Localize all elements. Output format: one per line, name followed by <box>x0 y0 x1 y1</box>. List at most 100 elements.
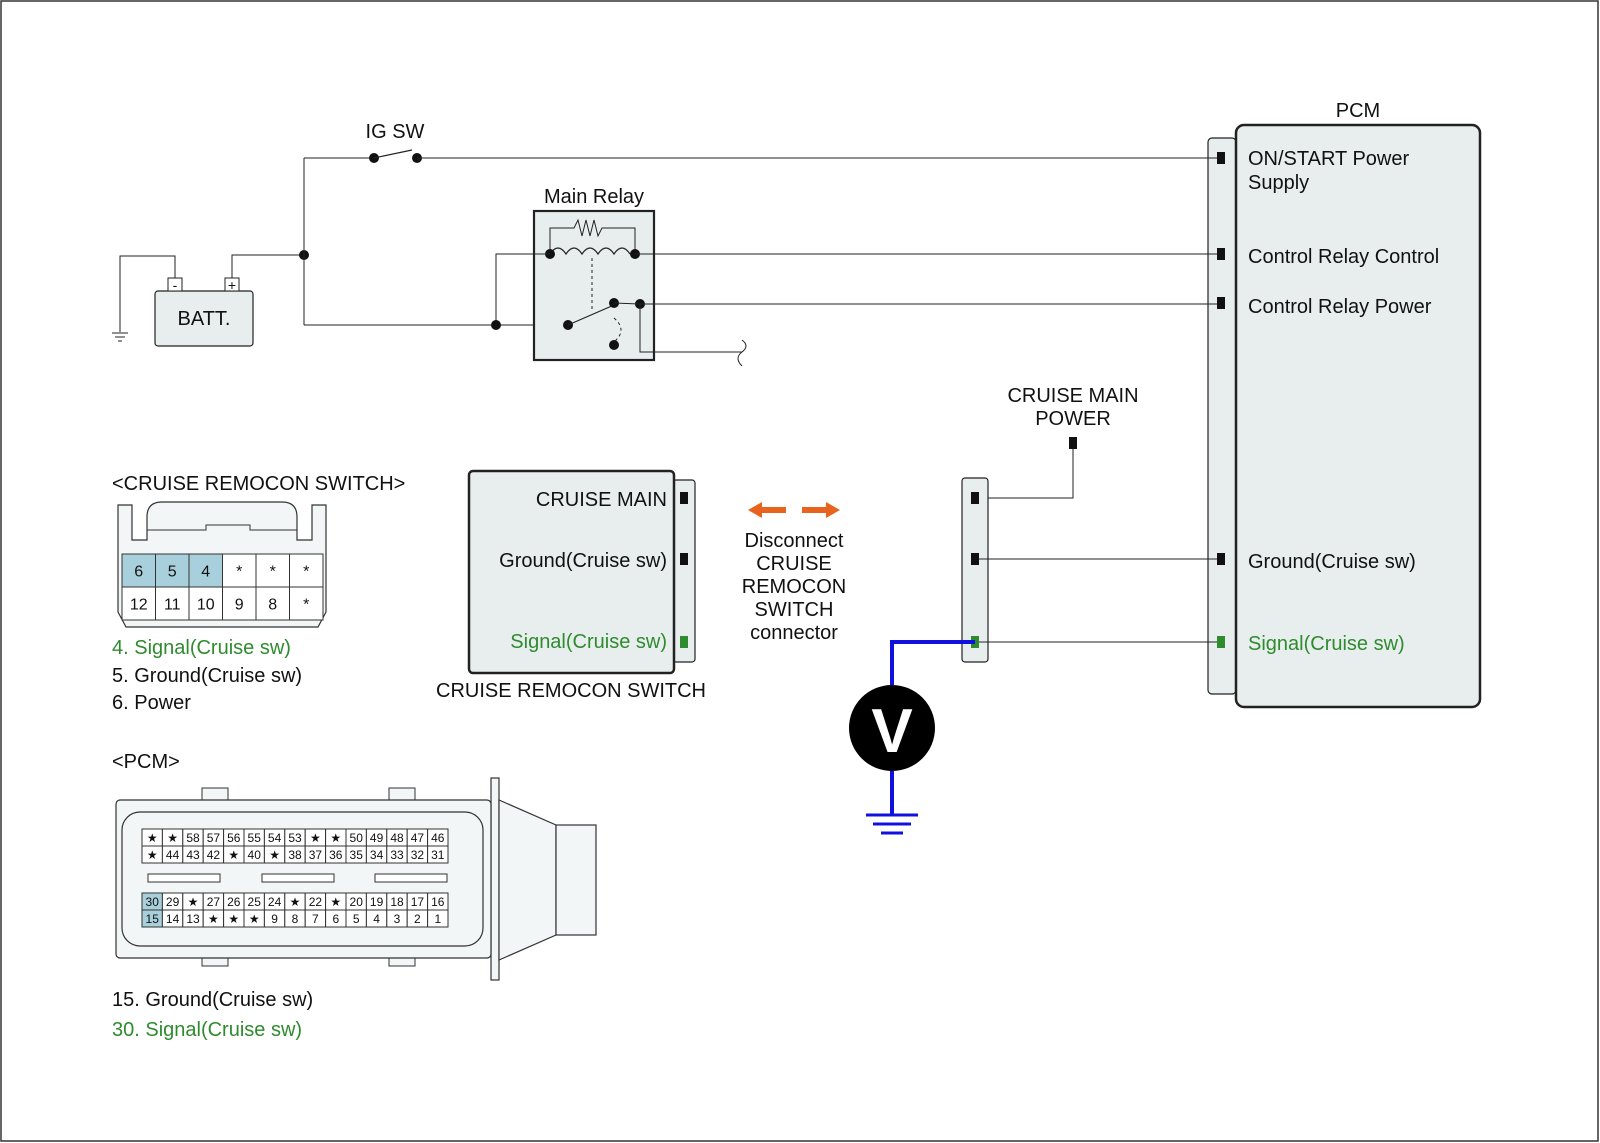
pin-number: ★ <box>167 831 178 845</box>
pin-number: 32 <box>411 848 425 862</box>
pcm-connector-inner <box>121 811 484 947</box>
pin-number: 4 <box>201 563 210 580</box>
pin-cell <box>427 845 449 864</box>
switch-terminal-signal <box>680 636 688 648</box>
pcm-pin-on-start-1: ON/START Power <box>1248 148 1409 170</box>
pcm-connector-body-side <box>498 799 557 961</box>
pin-number: 11 <box>164 596 181 613</box>
pin-number: 2 <box>414 912 421 926</box>
pin-number: 38 <box>288 848 302 862</box>
pin-cell <box>427 909 449 928</box>
battery-ground-wire <box>119 255 176 332</box>
pcm-connector-title: <PCM> <box>112 751 180 773</box>
relay-contact <box>609 340 619 350</box>
relay-coil-feed <box>495 253 550 325</box>
pin-number: 17 <box>411 895 425 909</box>
disconnect-line-5: connector <box>750 622 838 644</box>
pin-number: 29 <box>166 895 180 909</box>
pin-cell <box>121 586 156 621</box>
remocon-legend-3: 6. Power <box>112 692 191 714</box>
pcm-pin-signal: Signal(Cruise sw) <box>1248 633 1405 655</box>
arrow-left-icon <box>748 502 786 518</box>
pin-number: 30 <box>146 895 160 909</box>
pin-cell <box>222 586 257 621</box>
pin-number: 6 <box>332 912 339 926</box>
junction <box>491 320 501 330</box>
disconnect-line-4: SWITCH <box>755 599 834 621</box>
relay-out-wire <box>639 304 742 353</box>
pcm-connector-strip <box>1207 137 1237 695</box>
relay-wire <box>613 302 641 305</box>
pin-number: ★ <box>208 912 219 926</box>
pin-number: ★ <box>330 895 341 909</box>
pin-number: 26 <box>227 895 241 909</box>
pin-number: 50 <box>350 831 364 845</box>
relay-resistor <box>549 218 636 254</box>
pin-cell <box>188 553 223 588</box>
pin-number: 12 <box>130 596 148 613</box>
battery-box <box>154 290 254 347</box>
pin-number: 56 <box>227 831 241 845</box>
pcm-connector-key <box>261 873 335 883</box>
disconnect-line-2: CRUISE <box>756 553 832 575</box>
remocon-latch <box>146 524 298 540</box>
remocon-legend-1: 4. Signal(Cruise sw) <box>112 637 291 659</box>
pin-number: ★ <box>228 912 239 926</box>
pin-number: 55 <box>248 831 262 845</box>
pin-number: ★ <box>249 912 260 926</box>
voltmeter: V <box>849 640 975 835</box>
relay-coil <box>549 247 631 256</box>
harness-terminal <box>971 492 979 504</box>
cruise-remocon-switch: CRUISE MAIN Ground(Cruise sw) Signal(Cru… <box>436 469 706 702</box>
pcm-pin-relay-control: Control Relay Control <box>1248 246 1439 268</box>
pin-number: 20 <box>350 895 364 909</box>
relay-switch-blade <box>567 304 615 326</box>
pcm-terminal <box>1217 248 1225 260</box>
pin-number: 43 <box>186 848 200 862</box>
pcm-legend-2: 30. Signal(Cruise sw) <box>112 1019 302 1041</box>
main-relay-label: Main Relay <box>544 186 644 208</box>
disconnect-line-1: Disconnect <box>745 530 844 552</box>
pin-number: 5 <box>353 912 360 926</box>
battery-circuit: BATT. - + IG SW <box>112 121 1217 347</box>
pcm-module: PCM ON/START Power Supply Control Relay … <box>1207 100 1482 709</box>
pin-cell <box>121 553 156 588</box>
pin-number: 25 <box>248 895 262 909</box>
pin-number: 5 <box>168 563 177 580</box>
cruise-main-power-terminal <box>1069 437 1077 449</box>
harness-terminal <box>971 553 979 565</box>
main-relay: Main Relay <box>491 186 1217 367</box>
pin-number: 57 <box>207 831 221 845</box>
pin-number: 47 <box>411 831 425 845</box>
pin-number: * <box>303 563 309 580</box>
pin-number: ★ <box>147 848 158 862</box>
pin-number: 33 <box>390 848 404 862</box>
pin-number: ★ <box>228 848 239 862</box>
pin-number: * <box>303 596 309 613</box>
ig-sw-label: IG SW <box>366 121 425 143</box>
ig-sw-blade <box>373 149 413 159</box>
probe-wire-positive <box>890 640 975 685</box>
pin-number: 14 <box>166 912 180 926</box>
disconnect-note: Disconnect CRUISE REMOCON SWITCH connect… <box>742 502 846 644</box>
switch-pin-main: CRUISE MAIN <box>536 489 667 511</box>
pin-number: 1 <box>434 912 441 926</box>
pcm-terminal-signal <box>1217 636 1225 648</box>
pin-number: 16 <box>431 895 445 909</box>
pin-number: 27 <box>207 895 221 909</box>
pcm-terminal <box>1217 297 1225 309</box>
pin-number: 36 <box>329 848 343 862</box>
pin-number: 22 <box>309 895 323 909</box>
pin-number: 48 <box>390 831 404 845</box>
relay-arc <box>613 317 622 343</box>
pin-cell <box>289 553 324 588</box>
cruise-main-power-label-1: CRUISE MAIN <box>1007 385 1138 407</box>
remocon-legend-2: 5. Ground(Cruise sw) <box>112 665 302 687</box>
arrow-right-icon <box>802 502 840 518</box>
pin-number: ★ <box>330 831 341 845</box>
